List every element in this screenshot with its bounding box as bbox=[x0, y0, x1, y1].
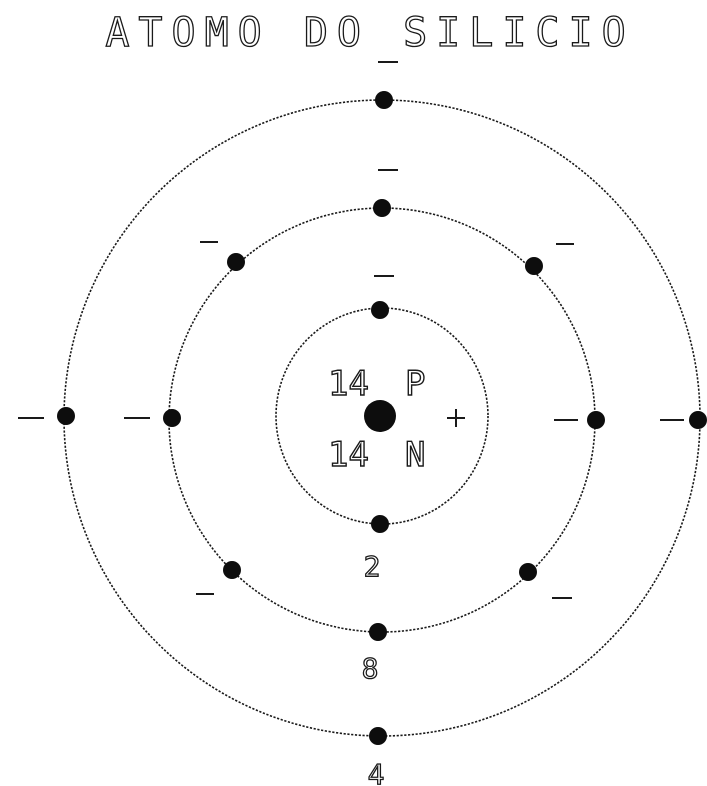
protons-count: 14 bbox=[328, 364, 369, 404]
electron-s3-left bbox=[57, 407, 75, 425]
shell-1-count: 2 bbox=[364, 550, 381, 583]
nucleus-positive-charge bbox=[447, 409, 465, 427]
electron-s1-bottom bbox=[371, 515, 389, 533]
shell-2-count: 8 bbox=[362, 652, 379, 685]
shell-3-count: 4 bbox=[368, 758, 385, 786]
electron-s2-lower-right bbox=[519, 563, 537, 581]
neutrons-symbol: N bbox=[405, 435, 425, 475]
electron-s2-top bbox=[373, 199, 391, 217]
electron-s2-left bbox=[163, 409, 181, 427]
protons-symbol: P bbox=[405, 364, 425, 404]
diagram-title: ATOMO DO SILICIO bbox=[105, 10, 634, 56]
electron-s3-bottom bbox=[369, 727, 387, 745]
electron-charge-markers bbox=[18, 62, 684, 598]
electron-s3-right bbox=[689, 411, 707, 429]
electron-s2-upper-right bbox=[525, 257, 543, 275]
neutrons-count: 14 bbox=[328, 435, 369, 475]
electron-s1-top bbox=[371, 301, 389, 319]
electron-s2-bottom bbox=[369, 623, 387, 641]
electron-s2-lower-left bbox=[223, 561, 241, 579]
nucleus bbox=[364, 400, 396, 432]
electron-s2-right bbox=[587, 411, 605, 429]
electron-s2-upper-left bbox=[227, 253, 245, 271]
electron-s3-top bbox=[375, 91, 393, 109]
